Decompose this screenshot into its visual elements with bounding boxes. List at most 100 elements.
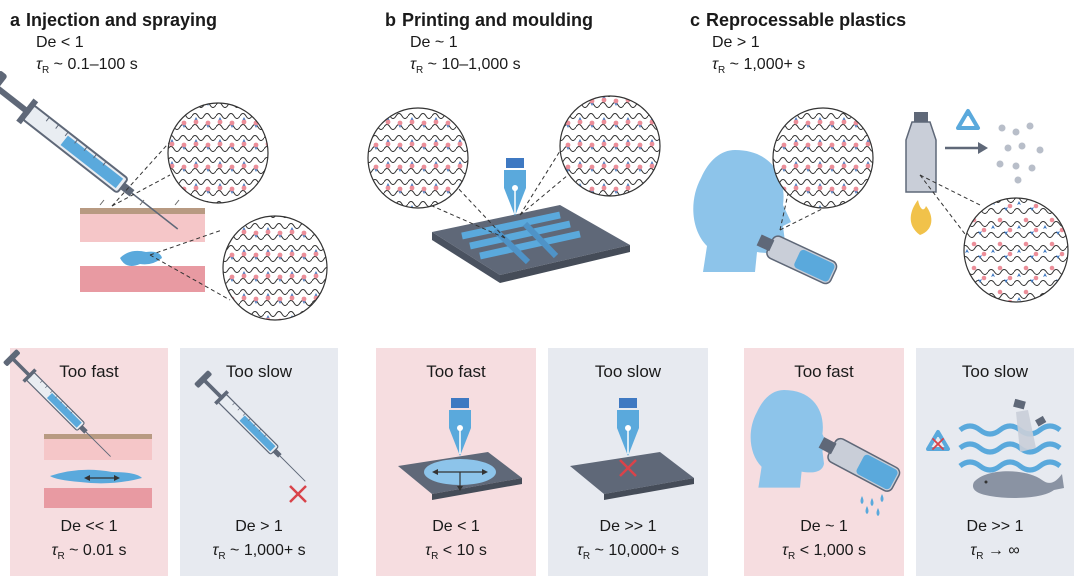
tau-value: < 1,000 s — [795, 542, 866, 559]
whale-icon — [972, 471, 1064, 498]
ocean-waves — [958, 423, 1062, 473]
tau-subscript: R — [431, 551, 439, 562]
box-a-too-slow: Too slow De > 1 τR ~ 1,000+ s — [180, 348, 338, 576]
tau-value: → ∞ — [983, 542, 1020, 559]
panel-b-heading: Printing and moulding — [402, 10, 593, 30]
tau-value: ~ 10–1,000 s — [423, 56, 521, 73]
box-b-fast-art — [398, 397, 522, 500]
tau-symbol: τ — [410, 56, 416, 73]
box-c-too-fast: Too fast De ~ 1 τR < 1,000 s — [744, 348, 904, 576]
network-inset-melt — [963, 197, 1069, 303]
tau-value: ~ 1,000+ s — [225, 542, 306, 559]
print-nozzle-icon — [503, 157, 527, 217]
box-tau: τR ~ 0.01 s — [10, 542, 168, 562]
tau-symbol: τ — [36, 56, 42, 73]
panel-a-tau: τR ~ 0.1–100 s — [36, 54, 138, 82]
box-c-slow-art — [926, 398, 1064, 498]
spread-gel — [50, 469, 142, 484]
box-b-slow-art — [570, 397, 694, 500]
flame-icon — [910, 200, 932, 235]
plastics-scene — [693, 107, 1069, 303]
box-de: De > 1 — [235, 518, 283, 535]
box-b-too-slow: Too slow De >> 1 τR ~ 10,000+ s — [548, 348, 708, 576]
tau-subscript: R — [788, 551, 796, 562]
print-nozzle-icon — [616, 397, 640, 457]
box-c-fast-art — [750, 390, 901, 516]
box-b-too-fast: Too fast De < 1 τR < 10 s — [376, 348, 536, 576]
box-tau: τR ~ 10,000+ s — [548, 542, 708, 562]
tau-subscript: R — [57, 551, 65, 562]
tau-value: < 10 s — [438, 542, 487, 559]
network-inset-dense — [167, 102, 269, 204]
box-tau: τR < 10 s — [376, 542, 536, 562]
printing-scene — [367, 95, 661, 283]
panel-c-de: De > 1 — [712, 34, 760, 51]
tau-symbol: τ — [712, 56, 718, 73]
tau-symbol: τ — [970, 542, 977, 559]
bottle-icon — [756, 234, 838, 285]
recycle-icon — [926, 429, 950, 451]
tau-subscript: R — [218, 551, 226, 562]
box-heading: Too fast — [426, 362, 486, 381]
panel-b-de: De ~ 1 — [410, 34, 458, 51]
injected-gel — [120, 250, 162, 266]
panel-a-heading: Injection and spraying — [26, 10, 218, 30]
panel-c-tau: τR ~ 1,000+ s — [712, 54, 805, 82]
tau-subscript: R — [415, 65, 424, 76]
human-head-icon — [750, 390, 829, 488]
print-nozzle-icon — [448, 397, 472, 457]
network-inset-printed — [559, 95, 661, 197]
printed-filaments — [461, 211, 581, 265]
tau-symbol: τ — [425, 542, 432, 559]
box-heading: Too fast — [794, 362, 854, 381]
injection-scene — [0, 68, 328, 321]
top-illustrations — [0, 68, 1069, 321]
skin-surface — [80, 208, 205, 214]
tau-symbol: τ — [576, 542, 583, 559]
tau-value: ~ 10,000+ s — [590, 542, 680, 559]
panel-c-letter: c — [690, 10, 701, 30]
print-bed — [432, 205, 630, 275]
box-a-too-fast: Too fast De << 1 τR ~ 0.01 s — [2, 348, 168, 576]
box-a-fast-art — [2, 348, 152, 508]
panel-a-de: De < 1 — [36, 34, 84, 51]
box-de: De << 1 — [60, 518, 118, 535]
bottle-icon — [1013, 398, 1047, 452]
network-inset-filament — [367, 107, 469, 209]
tau-subscript: R — [717, 65, 726, 76]
recycle-icon — [956, 108, 980, 130]
box-heading: Too slow — [961, 362, 1029, 381]
x-mark-icon — [288, 484, 308, 504]
box-tau: τR ~ 1,000+ s — [180, 542, 338, 562]
tau-subscript: R — [41, 65, 50, 76]
box-de: De < 1 — [432, 518, 480, 535]
tau-value: ~ 0.1–100 s — [49, 56, 138, 73]
panel-b-tau: τR ~ 10–1,000 s — [410, 54, 521, 82]
plastic-pellets — [996, 122, 1044, 184]
box-de: De >> 1 — [599, 518, 657, 535]
syringe-icon — [193, 369, 313, 489]
box-heading: Too slow — [225, 362, 293, 381]
box-tau: τR < 1,000 s — [744, 542, 904, 562]
tau-symbol: τ — [212, 542, 219, 559]
tau-symbol: τ — [782, 542, 789, 559]
tau-value: ~ 1,000+ s — [725, 56, 806, 73]
tau-subscript: R — [582, 551, 591, 562]
box-heading: Too fast — [59, 362, 119, 381]
panel-c-heading: Reprocessable plastics — [706, 10, 907, 30]
box-c-too-slow: Too slow De >> 1 τR → ∞ — [916, 348, 1074, 576]
tau-subscript: R — [976, 551, 984, 562]
bottle-icon — [818, 437, 901, 492]
tau-symbol: τ — [51, 542, 58, 559]
skin-layer-upper — [80, 212, 205, 242]
drips — [860, 494, 884, 516]
box-de: De >> 1 — [966, 518, 1024, 535]
box-heading: Too slow — [594, 362, 662, 381]
network-inset-bottle — [772, 107, 874, 209]
network-inset-gel — [222, 215, 328, 321]
tau-value: ~ 0.01 s — [64, 542, 127, 559]
tissue-layer-lower — [80, 266, 205, 292]
